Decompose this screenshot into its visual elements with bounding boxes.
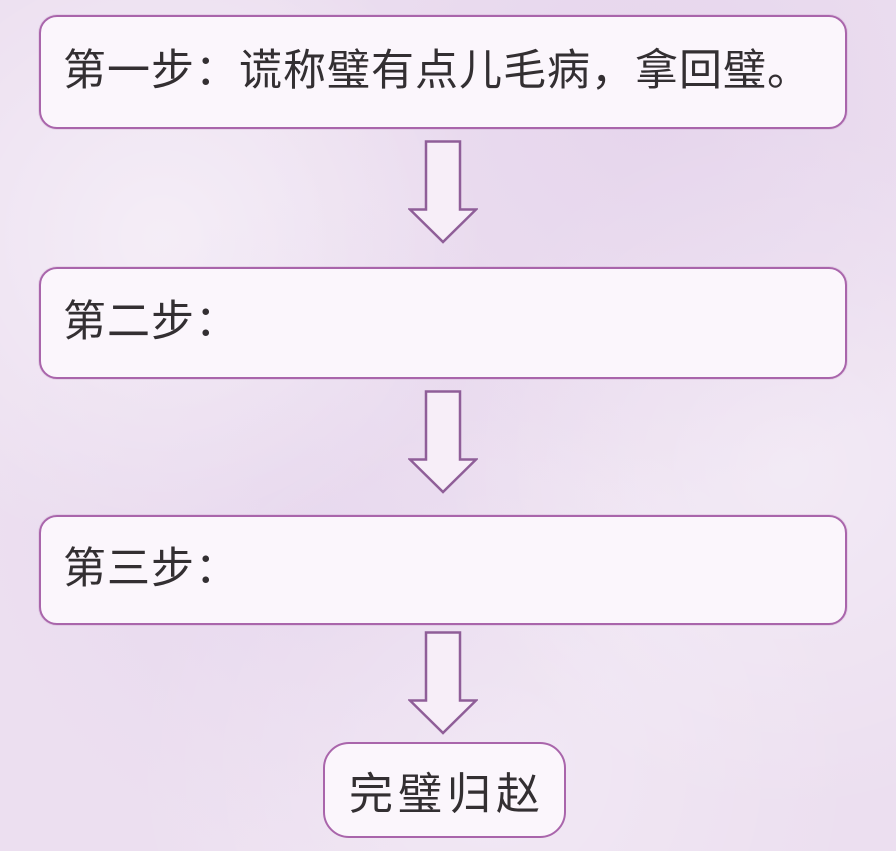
- arrow-down-icon: [408, 390, 478, 494]
- arrow-down-icon: [408, 140, 478, 244]
- flow-step-3-label: 第三步：: [63, 544, 239, 595]
- flow-result-box: 完璧归赵: [323, 742, 566, 838]
- flow-result-label: 完璧归赵: [349, 769, 545, 820]
- arrow-down-icon: [408, 631, 478, 735]
- flow-step-1-box: 第一步：谎称璧有点儿毛病，拿回璧。: [39, 15, 847, 129]
- flow-step-2-box: 第二步：: [39, 267, 847, 379]
- flow-step-1-label: 第一步：谎称璧有点儿毛病，拿回璧。: [63, 46, 811, 97]
- flow-step-2-label: 第二步：: [63, 297, 239, 348]
- flow-step-3-box: 第三步：: [39, 515, 847, 625]
